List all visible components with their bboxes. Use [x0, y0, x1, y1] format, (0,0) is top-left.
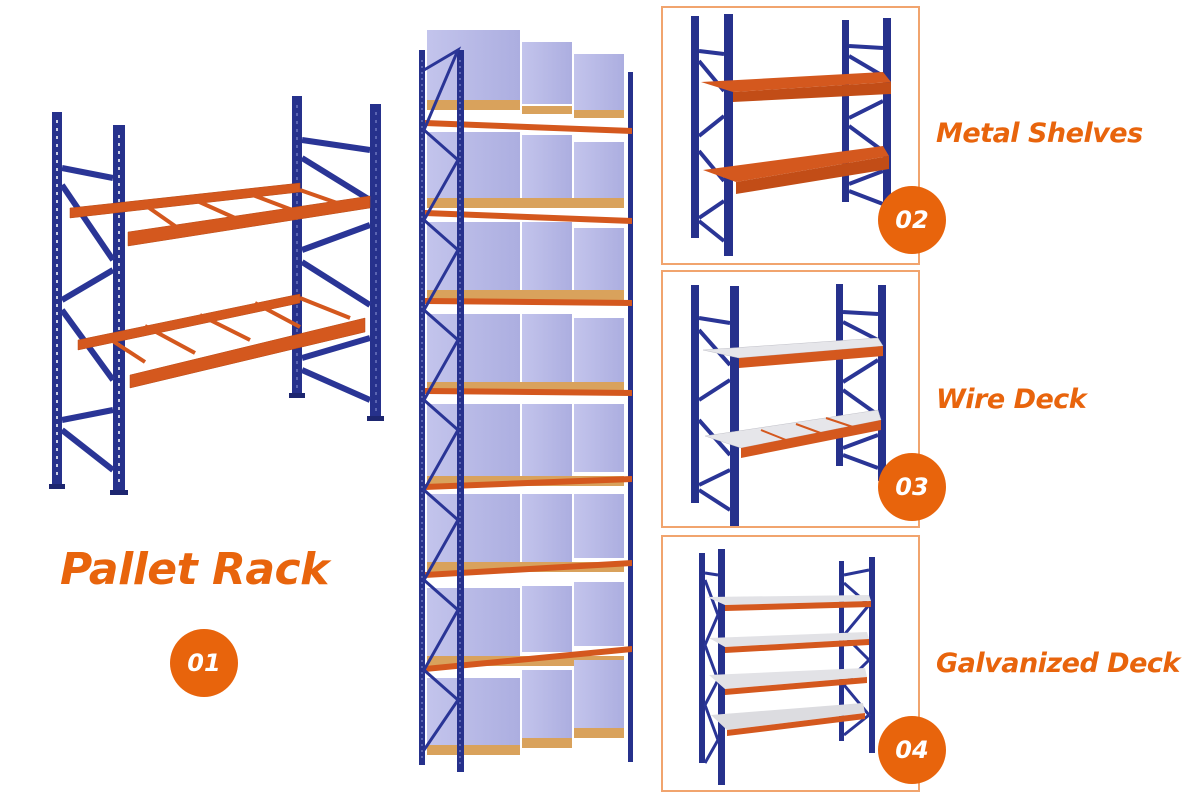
- variant-frame-galvanized-deck: [661, 535, 920, 792]
- pallet-rack-title: Pallet Rack: [60, 544, 329, 595]
- badge-01: 01: [170, 629, 238, 697]
- galvanized-deck-illustration: [699, 549, 875, 785]
- badge-03: 03: [878, 453, 946, 521]
- tall-loaded-rack-illustration: [419, 30, 633, 772]
- variant-frame-wire-deck: [661, 270, 920, 528]
- wire-deck-illustration: [691, 284, 886, 526]
- badge-02: 02: [878, 186, 946, 254]
- variant-label-wire-deck: Wire Deck: [936, 384, 1087, 415]
- badge-04: 04: [878, 716, 946, 784]
- metal-shelves-illustration: [691, 14, 891, 256]
- variant-label-galvanized-deck: Galvanized Deck: [936, 648, 1180, 679]
- pallet-rack-illustration: [49, 96, 384, 495]
- variant-frame-metal-shelves: [661, 6, 920, 265]
- variant-label-metal-shelves: Metal Shelves: [936, 118, 1143, 149]
